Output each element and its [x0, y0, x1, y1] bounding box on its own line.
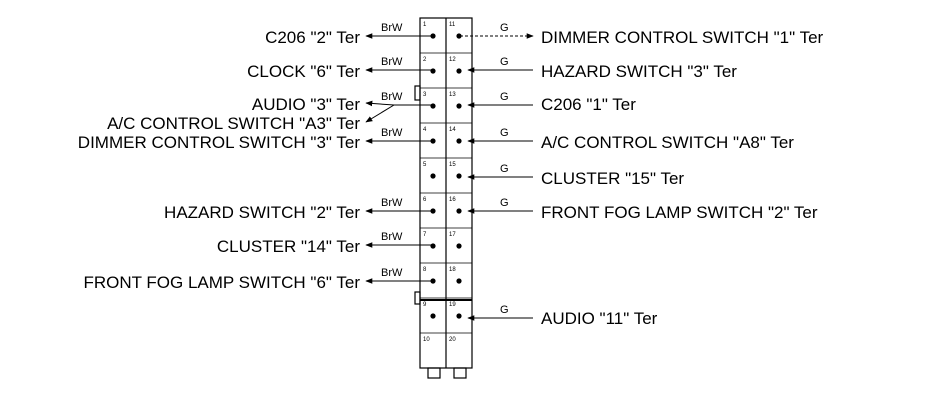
- pin-number: 7: [423, 232, 427, 238]
- pin-number: 16: [449, 197, 456, 203]
- pin-number: 11: [449, 22, 456, 28]
- pin-number: 12: [449, 57, 456, 63]
- pin-contact-dot: [456, 33, 462, 39]
- wire-color-label: G: [500, 163, 509, 175]
- pin-contact-dot: [430, 173, 436, 179]
- pin-number: 10: [423, 337, 430, 343]
- pin-contact-dot: [456, 208, 462, 214]
- wire-color-label: BrW: [381, 91, 403, 103]
- pin-contact-dot: [456, 173, 462, 179]
- wire-color-label: BrW: [381, 22, 403, 34]
- pin-number: 14: [449, 127, 456, 133]
- pin-number: 4: [423, 127, 427, 133]
- right-label-ac-control-a8: A/C CONTROL SWITCH "A8" Ter: [541, 133, 794, 152]
- wire-color-label: BrW: [381, 56, 403, 68]
- left-wires: [365, 33, 434, 284]
- pin-contact-dot: [456, 138, 462, 144]
- pin-number: 9: [423, 302, 427, 308]
- left-label-ac-control-a3: A/C CONTROL SWITCH "A3" Ter: [107, 114, 360, 133]
- wire-color-label: G: [500, 91, 509, 103]
- pin-number: 8: [423, 267, 427, 273]
- pin-number: 1: [423, 22, 427, 28]
- left-label-front-fog-lamp-6: FRONT FOG LAMP SWITCH "6" Ter: [83, 273, 360, 292]
- pin-contact-dot: [430, 313, 436, 319]
- left-label-c206-2: C206 "2" Ter: [265, 28, 360, 47]
- left-label-audio-3: AUDIO "3" Ter: [252, 95, 360, 114]
- pin-number: 6: [423, 197, 427, 203]
- left-label-cluster-14: CLUSTER "14" Ter: [217, 237, 360, 256]
- pin-number: 15: [449, 162, 456, 168]
- pin-contact-dot: [430, 243, 436, 249]
- pin-number: 13: [449, 92, 456, 98]
- wire-color-label: BrW: [381, 231, 403, 243]
- left-label-hazard-switch-2: HAZARD SWITCH "2" Ter: [164, 203, 360, 222]
- right-label-audio-11: AUDIO "11" Ter: [541, 309, 658, 328]
- right-label-c206-1: C206 "1" Ter: [541, 95, 636, 114]
- right-label-hazard-switch-3: HAZARD SWITCH "3" Ter: [541, 62, 737, 81]
- pin-contact-dot: [456, 103, 462, 109]
- pin-contact-dot: [456, 278, 462, 284]
- wire-color-label: G: [500, 197, 509, 209]
- pin-contact-dot: [456, 313, 462, 319]
- wire-color-label: BrW: [381, 197, 403, 209]
- pin-contact-dot: [456, 243, 462, 249]
- pin-number: 3: [423, 92, 427, 98]
- pin-contact-dot: [430, 103, 436, 109]
- pin-number: 20: [449, 337, 456, 343]
- wire-color-label: G: [500, 56, 509, 68]
- left-label-clock-6: CLOCK "6" Ter: [247, 62, 360, 81]
- pin-number: 2: [423, 57, 427, 63]
- wire-pin3-audio-3: [365, 100, 395, 107]
- right-wire-color-labels: G G G G G G G: [500, 22, 509, 316]
- right-label-front-fog-lamp-2: FRONT FOG LAMP SWITCH "2" Ter: [541, 203, 818, 222]
- left-wire-color-labels: BrW BrW BrW BrW BrW BrW BrW: [381, 22, 403, 279]
- wire-color-label: G: [500, 304, 509, 316]
- wire-color-label: G: [500, 127, 509, 139]
- wire-color-label: G: [500, 22, 509, 34]
- right-label-cluster-15: CLUSTER "15" Ter: [541, 169, 684, 188]
- right-label-dimmer-control-1: DIMMER CONTROL SWITCH "1" Ter: [541, 28, 824, 47]
- wire-pin3-ac-a3: [365, 104, 395, 123]
- pin-number: 19: [449, 302, 456, 308]
- pin-number: 17: [449, 232, 456, 238]
- left-label-dimmer-control-3: DIMMER CONTROL SWITCH "3" Ter: [78, 133, 361, 152]
- pin-number: 18: [449, 267, 456, 273]
- wire-color-label: BrW: [381, 267, 403, 279]
- pin-number: 5: [423, 162, 427, 168]
- pin-contact-dot: [456, 68, 462, 74]
- wire-color-label: BrW: [381, 127, 403, 139]
- right-wires: [460, 33, 534, 321]
- pin-contact-dot: [430, 68, 436, 74]
